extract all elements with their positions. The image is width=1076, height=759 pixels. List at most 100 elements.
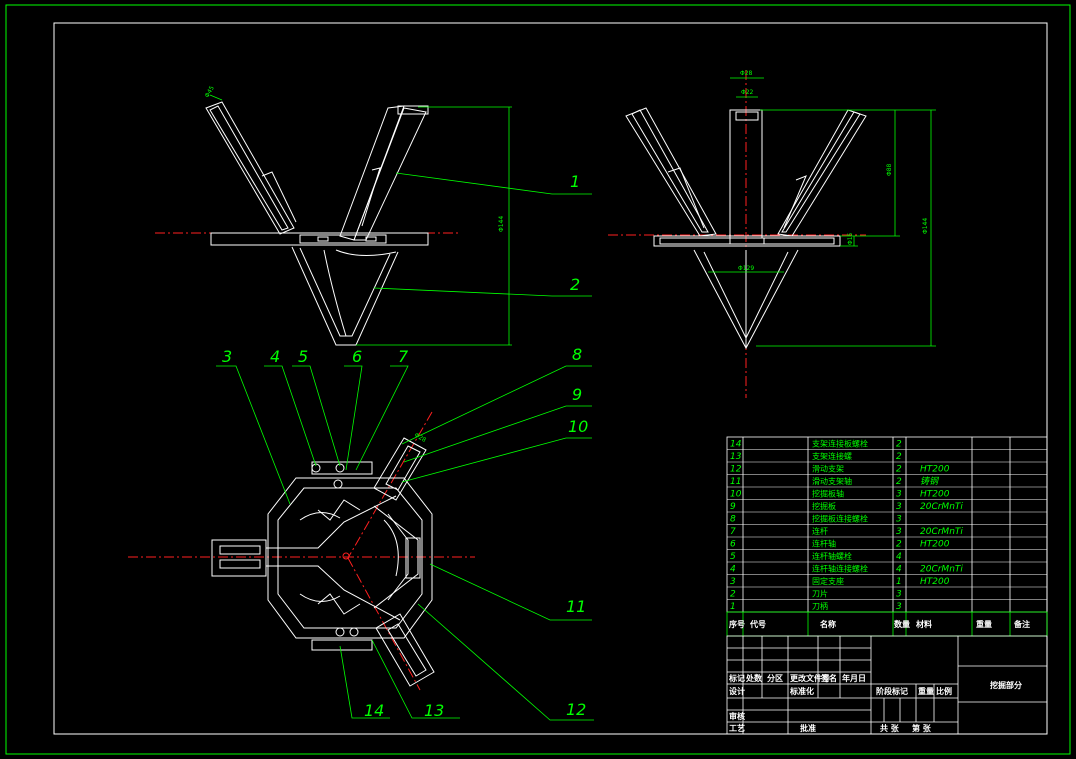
- bom-header-material: 材料: [916, 619, 932, 629]
- tb-signature: 签名: [820, 673, 837, 683]
- bom-cell-name: 滑动支架轴: [812, 476, 852, 486]
- balloon-labels: 1 2 3 4 5 6 7 8 9 10 11 12 13 14: [222, 172, 588, 720]
- bom-cell-name: 挖掘板连接螺栓: [812, 514, 868, 524]
- balloon-7: 7: [398, 347, 409, 366]
- bom-cell-name: 连杆: [812, 526, 828, 536]
- bom-cell-name: 支架连接板螺栓: [812, 439, 868, 449]
- bom-cell-no: 4: [730, 565, 736, 575]
- bom-cell-no: 9: [730, 502, 736, 512]
- balloon-1: 1: [570, 172, 580, 191]
- balloon-6: 6: [352, 347, 362, 366]
- side-height-upper-dim: Φ88: [886, 163, 893, 176]
- balloon-4: 4: [270, 347, 280, 366]
- bom-cell-material: HT200: [920, 465, 950, 475]
- bom-cell-name: 刀片: [812, 589, 828, 599]
- side-dims: [708, 77, 936, 347]
- tb-review: 审核: [729, 711, 745, 721]
- bom-cell-name: 刀柄: [812, 601, 828, 611]
- leader-lines: [216, 172, 594, 721]
- bom-cell-no: 1: [730, 602, 736, 612]
- side-top-outer-dim: Φ28: [740, 70, 753, 77]
- bom-cell-name: 连杆轴: [812, 539, 836, 549]
- bom-cell-qty: 2: [896, 452, 902, 462]
- bom-cell-name: 滑动支架: [812, 464, 844, 474]
- bom-cell-material: 铸钢: [920, 476, 940, 487]
- bom-cell-name: 挖掘板轴: [812, 489, 844, 499]
- outer-frame: [5, 4, 1071, 755]
- front-view: [155, 101, 458, 346]
- front-dims: [209, 94, 512, 346]
- tb-marks: 标记: [728, 673, 745, 683]
- bom-header: 序号 代号 名称 数量 材料 重量 备注: [726, 611, 1048, 637]
- bom-cell-qty: 2: [896, 440, 902, 450]
- bom-cell-material: HT200: [920, 540, 950, 550]
- tb-sheet-no: 第 张: [912, 723, 932, 733]
- bom-cell-qty: 2: [896, 465, 902, 475]
- tb-sheets-total: 共 张: [880, 723, 900, 733]
- bom-header-name: 名称: [820, 619, 836, 629]
- bom-cell-qty: 3: [896, 590, 902, 600]
- bom-cell-no: 12: [730, 465, 742, 475]
- tb-change-doc: 更改文件号: [790, 673, 830, 683]
- bom-cell-material: HT200: [920, 577, 950, 587]
- bom-cell-qty: 1: [896, 577, 902, 587]
- balloon-8: 8: [572, 345, 582, 364]
- bom-header-weight: 重量: [976, 619, 992, 629]
- bom-cell-no: 6: [730, 540, 736, 550]
- bom-cell-name: 连杆轴螺栓: [812, 551, 852, 561]
- tb-stage: 阶段标记: [876, 686, 908, 696]
- bom-cell-material: HT200: [920, 490, 950, 500]
- bom-cell-no: 5: [730, 552, 736, 562]
- bom-header-qty: 数量: [894, 619, 910, 629]
- bom-header-seq: 序号: [729, 619, 745, 629]
- bom-cell-material: 20CrMnTi: [920, 565, 963, 575]
- bom-cell-no: 13: [730, 452, 742, 462]
- bom-cell-qty: 3: [896, 490, 902, 500]
- bom-cell-qty: 3: [896, 515, 902, 525]
- bom-cell-material: 20CrMnTi: [920, 502, 963, 512]
- tb-standard: 标准化: [789, 686, 814, 696]
- plan-center-mark: [342, 552, 350, 560]
- tb-process: 工艺: [729, 723, 745, 733]
- balloon-2: 2: [570, 275, 580, 294]
- bom-cell-qty: 2: [896, 540, 902, 550]
- tb-scale: 比例: [936, 686, 952, 696]
- balloon-11: 11: [566, 597, 586, 616]
- bom-cell-no: 8: [730, 515, 736, 525]
- bom-cell-no: 11: [730, 477, 741, 487]
- bom-cell-material: 20CrMnTi: [920, 527, 963, 537]
- balloon-14: 14: [364, 701, 384, 720]
- bom-cell-name: 连杆轴连接螺栓: [812, 564, 868, 574]
- side-bottom-width-dim: Φ129: [738, 265, 754, 272]
- balloon-9: 9: [572, 385, 582, 404]
- balloon-13: 13: [424, 701, 444, 720]
- front-height-dim: Φ144: [498, 216, 505, 232]
- side-view: [608, 70, 867, 398]
- bom-cell-no: 10: [730, 490, 742, 500]
- title-block: 标记 处数 分区 更改文件号 签名 年月日 设计 标准化 阶段标记 重量 比例 …: [726, 635, 1048, 735]
- bom-cell-qty: 4: [896, 565, 902, 575]
- balloon-12: 12: [566, 700, 586, 719]
- balloon-10: 10: [568, 417, 588, 436]
- balloon-5: 5: [298, 347, 308, 366]
- bom-cell-qty: 4: [896, 552, 902, 562]
- bom-cell-no: 3: [730, 577, 736, 587]
- plan-view-diagonal-centerline-2: [347, 557, 421, 691]
- bom-cell-qty: 3: [896, 502, 902, 512]
- bom-cell-name: 挖掘板: [812, 501, 836, 511]
- inner-frame: [53, 22, 1048, 735]
- bom-cell-no: 2: [730, 590, 736, 600]
- plan-view-diagonal-centerline: [347, 411, 433, 559]
- bom-cell-name: 支架连接螺: [812, 451, 852, 461]
- bom-header-note: 备注: [1013, 619, 1030, 629]
- side-height-total-dim: Φ144: [922, 218, 929, 234]
- side-top-inner-dim: Φ22: [741, 89, 754, 96]
- bom-cell-qty: 3: [896, 602, 902, 612]
- tb-design: 设计: [729, 686, 745, 696]
- bom-cell-name: 固定支座: [812, 576, 844, 586]
- tb-zone: 分区: [767, 673, 783, 683]
- bom-cell-qty: 2: [896, 477, 902, 487]
- tb-count: 处数: [745, 673, 763, 683]
